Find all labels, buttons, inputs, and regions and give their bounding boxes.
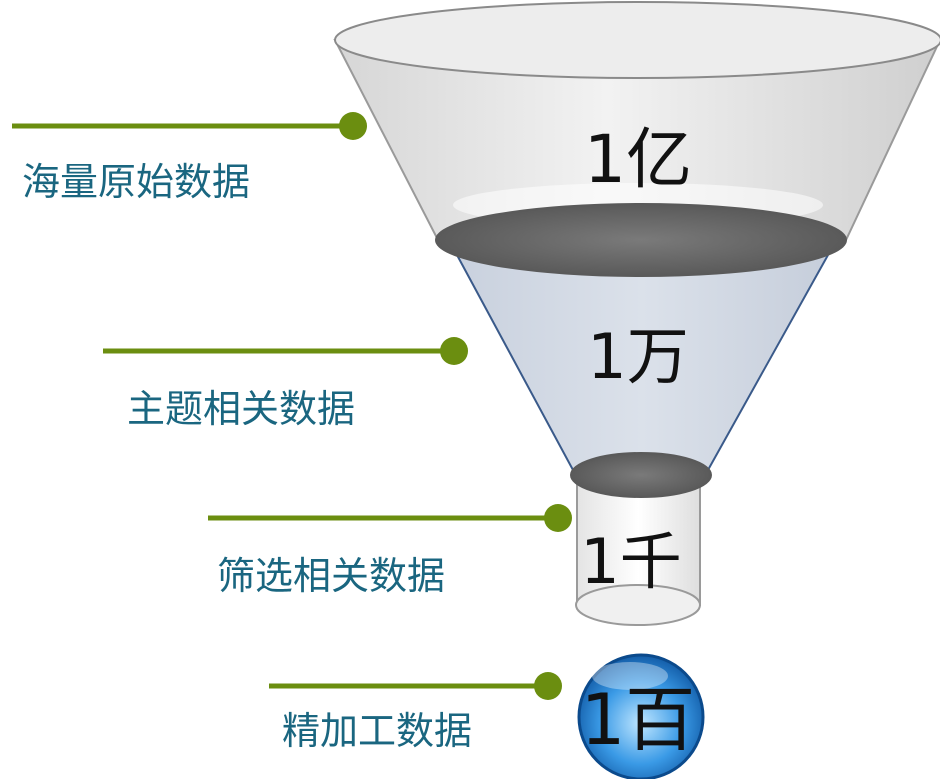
stage-value-1: 1亿 bbox=[584, 121, 692, 198]
stage-label-1: 海量原始数据 bbox=[22, 160, 251, 204]
stage-label-3: 筛选相关数据 bbox=[217, 554, 446, 598]
funnel-middle-section bbox=[435, 203, 847, 471]
connector-4 bbox=[269, 672, 562, 700]
connector-1 bbox=[12, 112, 367, 140]
stage-label-2: 主题相关数据 bbox=[127, 387, 356, 431]
connector-3 bbox=[208, 504, 572, 532]
stage-value-4: 1百 bbox=[581, 679, 696, 761]
connector-2 bbox=[103, 337, 468, 365]
funnel-final-orb bbox=[577, 653, 705, 779]
stage-label-4: 精加工数据 bbox=[282, 709, 473, 753]
funnel-tube-section bbox=[570, 452, 712, 626]
stage-value-3: 1千 bbox=[580, 525, 681, 598]
stage-value-2: 1万 bbox=[587, 320, 688, 393]
